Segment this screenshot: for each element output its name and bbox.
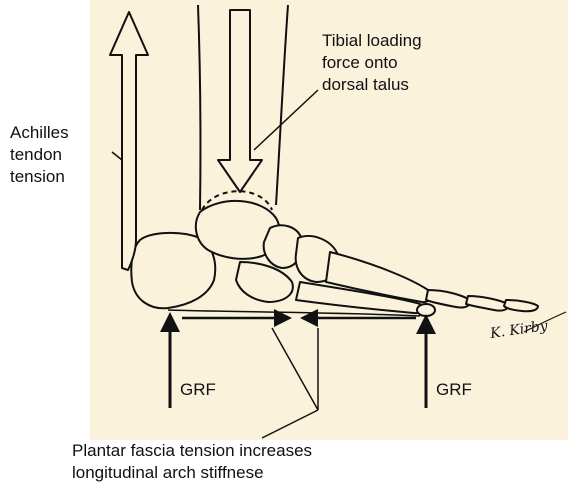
tibial-label-line2: force onto (322, 52, 398, 74)
plantar-label-line2: longitudinal arch stiffnese (72, 462, 264, 484)
tibial-label-line3: dorsal talus (322, 74, 409, 96)
grf-label-left: GRF (180, 379, 216, 401)
achilles-label-line3: tension (10, 166, 65, 188)
tibial-label-line1: Tibial loading (322, 30, 422, 52)
grf-label-right: GRF (436, 379, 472, 401)
plantar-label-line1: Plantar fascia tension increases (72, 440, 312, 462)
achilles-label-line2: tendon (10, 144, 62, 166)
achilles-label-line1: Achilles (10, 122, 69, 144)
